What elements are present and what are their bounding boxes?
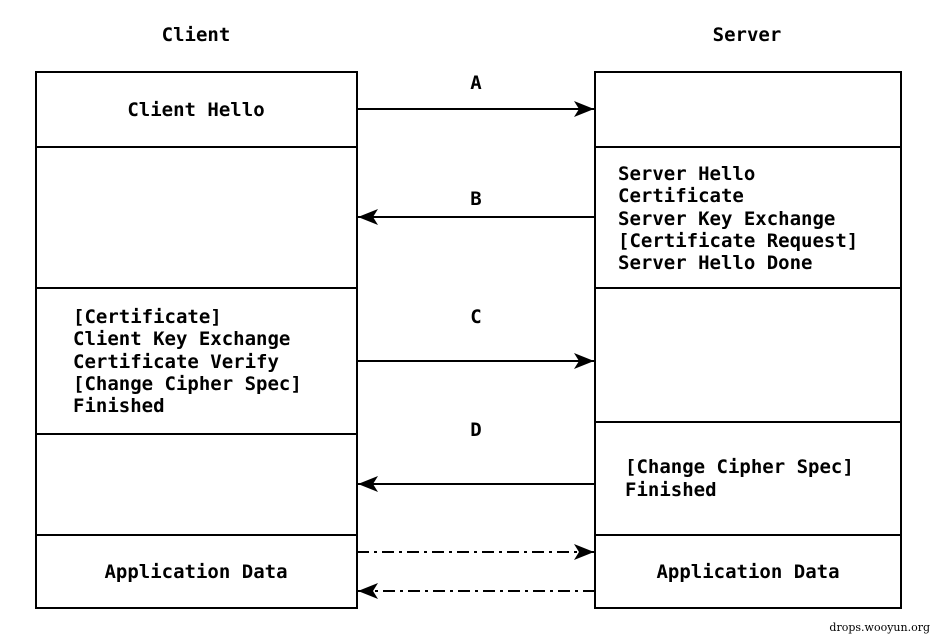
server-step-d-line-2: Finished (625, 479, 717, 501)
server-header: Server (713, 24, 782, 46)
arrow-b-label: B (470, 188, 481, 210)
server-step-b-line-1: Server Hello (618, 163, 755, 185)
arrow-d-label: D (470, 419, 481, 441)
client-hello-cell (35, 71, 358, 148)
client-empty-cell-b (35, 146, 358, 289)
client-step-c-line-2: Client Key Exchange (73, 328, 290, 350)
watermark-text: drops.wooyun.org (829, 621, 930, 634)
server-step-b-line-2: Certificate (618, 185, 744, 207)
client-step-c-line-5: Finished (73, 395, 165, 417)
server-step-b-line-5: Server Hello Done (618, 252, 812, 274)
client-app-data-cell (35, 534, 358, 609)
server-step-b-cell (594, 146, 902, 289)
client-empty-cell-d (35, 433, 358, 536)
server-step-b-line-3: Server Key Exchange (618, 208, 835, 230)
arrow-c-label: C (470, 306, 481, 328)
client-step-c-line-4: [Change Cipher Spec] (73, 373, 302, 395)
server-empty-cell-c (594, 287, 902, 423)
server-empty-cell-a (594, 71, 902, 148)
client-step-c-line-3: Certificate Verify (73, 351, 279, 373)
server-step-d-line-1: [Change Cipher Spec] (625, 456, 854, 478)
client-hello-label: Client Hello (127, 99, 264, 121)
server-column (594, 71, 902, 609)
server-app-data-label: Application Data (656, 561, 839, 583)
client-step-c-cell (35, 287, 358, 435)
client-app-data-label: Application Data (104, 561, 287, 583)
server-app-data-cell (594, 534, 902, 609)
server-step-b-line-4: [Certificate Request] (618, 230, 858, 252)
client-step-c-line-1: [Certificate] (73, 306, 222, 328)
arrow-a-label: A (470, 72, 482, 94)
client-header: Client (162, 24, 231, 46)
client-column (35, 71, 358, 609)
